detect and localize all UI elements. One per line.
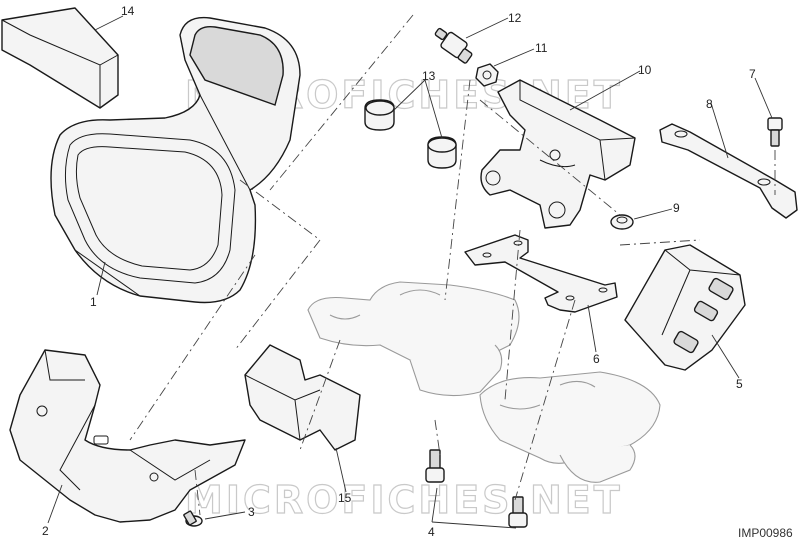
part-6-support-bracket <box>464 234 618 313</box>
callout-6: 6 <box>593 352 600 366</box>
callout-11: 11 <box>535 41 548 55</box>
part-11-nut <box>475 63 499 87</box>
assembly-lines <box>129 14 776 516</box>
watermark-bottom: MICROFICHES.NET <box>185 478 623 522</box>
callout-5: 5 <box>736 377 743 391</box>
callout-1: 1 <box>90 295 97 309</box>
callout-labels: 1 2 3 4 5 6 7 8 9 10 11 12 13 14 15 <box>42 4 756 539</box>
callout-12: 12 <box>508 11 522 25</box>
part-14-foam-pad <box>1 7 119 109</box>
callout-14: 14 <box>121 4 135 18</box>
callout-13: 13 <box>422 69 436 83</box>
leader-lines <box>47 15 773 529</box>
callout-8: 8 <box>706 97 713 111</box>
reference-code: IMP00986 <box>738 526 793 540</box>
callout-3: 3 <box>248 505 255 519</box>
part-5-switch-housing <box>624 244 746 371</box>
callout-15: 15 <box>338 491 352 505</box>
part-7-screw <box>767 117 783 147</box>
part-10-bracket <box>480 79 636 229</box>
callout-2: 2 <box>42 524 49 538</box>
part-9-washer <box>610 214 634 230</box>
part-3-screw <box>183 510 203 527</box>
part-4-screws <box>425 449 528 528</box>
part-2-lower-cover <box>9 349 246 523</box>
ghost-frame-bracket <box>307 281 661 483</box>
part-13-grommets <box>364 99 457 169</box>
callout-10: 10 <box>638 63 652 77</box>
part-15-foam-pad <box>244 344 361 451</box>
part-12-stud <box>434 27 473 64</box>
callout-9: 9 <box>673 201 680 215</box>
callout-4: 4 <box>428 525 435 539</box>
part-1-instrument-cover <box>50 16 301 304</box>
part-8-bracket-plate <box>659 123 798 219</box>
callout-7: 7 <box>749 67 756 81</box>
